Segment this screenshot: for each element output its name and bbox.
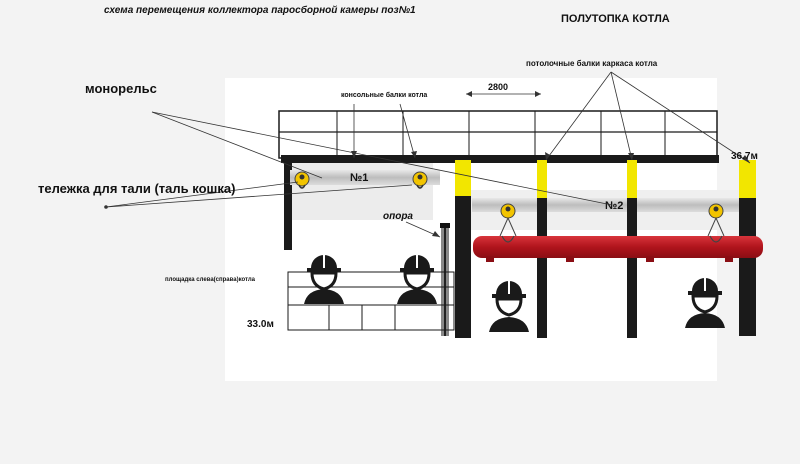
rail-2-label: №2	[605, 200, 623, 212]
hoist-trolley-icon	[707, 203, 725, 243]
hoist-trolley-icon	[294, 171, 310, 189]
hoist-trolley-icon	[499, 203, 517, 243]
dimension-label: 2800	[488, 82, 509, 92]
support-label: опора	[383, 211, 413, 222]
support-post	[440, 223, 450, 336]
platform-label: площадка слева(справа)котла	[165, 277, 256, 283]
diagram-title: схема перемещения коллектора паросборной…	[104, 5, 416, 16]
hard-hat-worker-icon	[489, 281, 529, 332]
console-beams-label: консольные балки котла	[341, 92, 428, 99]
hard-hat-worker-icon	[304, 255, 344, 304]
monorail-1	[290, 170, 440, 185]
elevation-top-label: 36.7м	[731, 151, 758, 162]
ceiling-beams-label: потолочные балки каркаса котла	[526, 59, 658, 68]
monorail-label: монорельс	[85, 81, 157, 96]
callout-arrows	[104, 91, 750, 237]
hoist-trolley-icon	[412, 171, 428, 189]
hard-hat-worker-icon	[397, 255, 437, 304]
callout-lines	[105, 71, 751, 238]
collector-pipe	[473, 236, 763, 262]
left-hanger	[284, 160, 292, 250]
trolley-label: тележка для тали (таль кошка)	[38, 181, 236, 196]
elevation-bottom-label: 33.0м	[247, 319, 274, 330]
section-title: ПОЛУТОПКА КОТЛА	[561, 13, 670, 25]
platform	[287, 271, 455, 331]
hard-hat-worker-icon	[685, 278, 725, 328]
rail-1-label: №1	[350, 172, 368, 184]
main-beam	[281, 155, 719, 163]
